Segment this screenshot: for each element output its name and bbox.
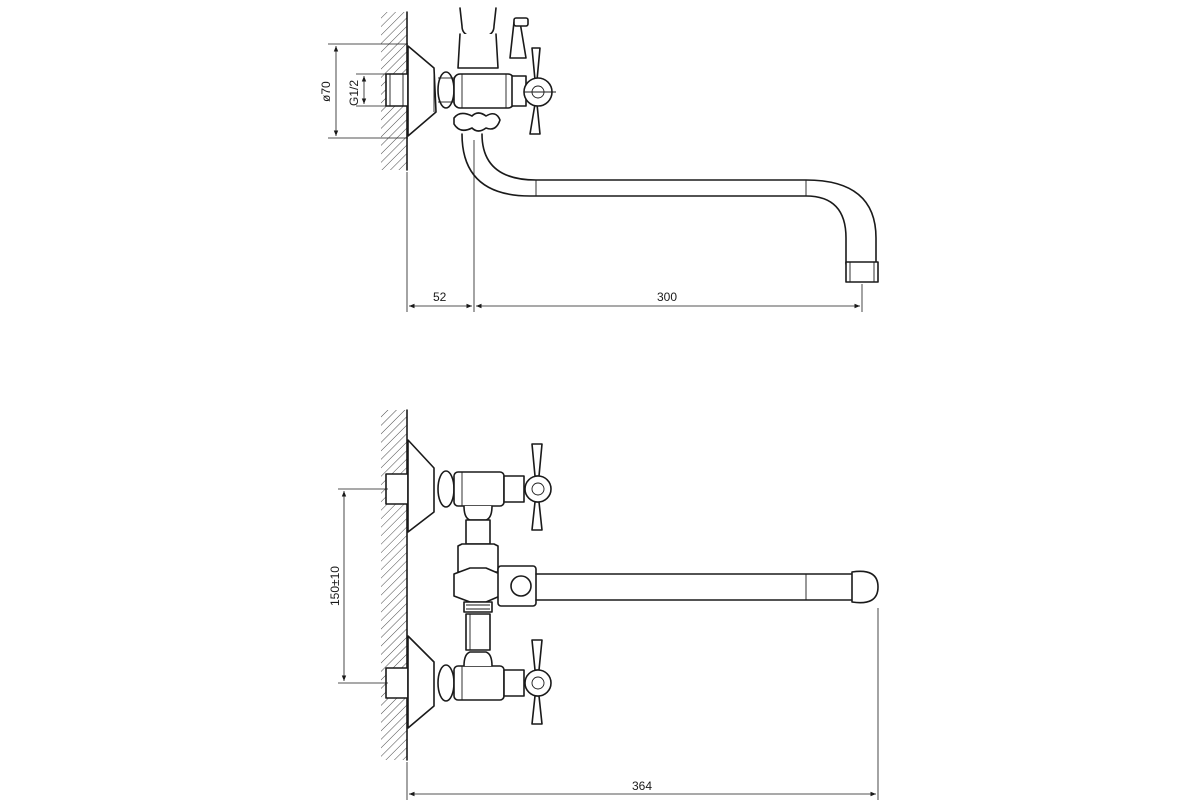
- shower-holder-top: [457, 7, 529, 69]
- thread-label: G1/2: [347, 80, 361, 106]
- central-body-front: [453, 519, 501, 651]
- spout-front: [497, 565, 879, 607]
- dimension-diameter: ø70: [319, 43, 408, 139]
- mixer-body-top: [453, 73, 527, 109]
- wall-front: [381, 409, 408, 761]
- center-distance-label: 150±10: [328, 566, 342, 606]
- dimension-overall-length: 364: [406, 608, 879, 800]
- overall-length-label: 364: [632, 779, 652, 793]
- flange-top: [407, 45, 455, 137]
- lower-cross-handle: [524, 639, 552, 725]
- dimension-center-distance: 150±10: [328, 488, 388, 684]
- spout-length-label: 300: [657, 290, 677, 304]
- front-view: 150±10 364: [328, 409, 879, 800]
- dimension-thread: G1/2: [347, 73, 390, 107]
- swivel-nut-top: [453, 112, 501, 132]
- top-view: ø70 G1/2 52 300: [319, 7, 879, 312]
- cross-handle-top: [523, 47, 556, 135]
- diameter-label: ø70: [319, 81, 333, 102]
- eccentric-connector-top: [385, 73, 409, 107]
- lower-inlet-front: [385, 635, 525, 729]
- upper-cross-handle: [524, 443, 552, 531]
- spout-top: [461, 133, 879, 283]
- dimension-offset-and-spout: 52 300: [406, 140, 863, 312]
- offset-label: 52: [433, 290, 447, 304]
